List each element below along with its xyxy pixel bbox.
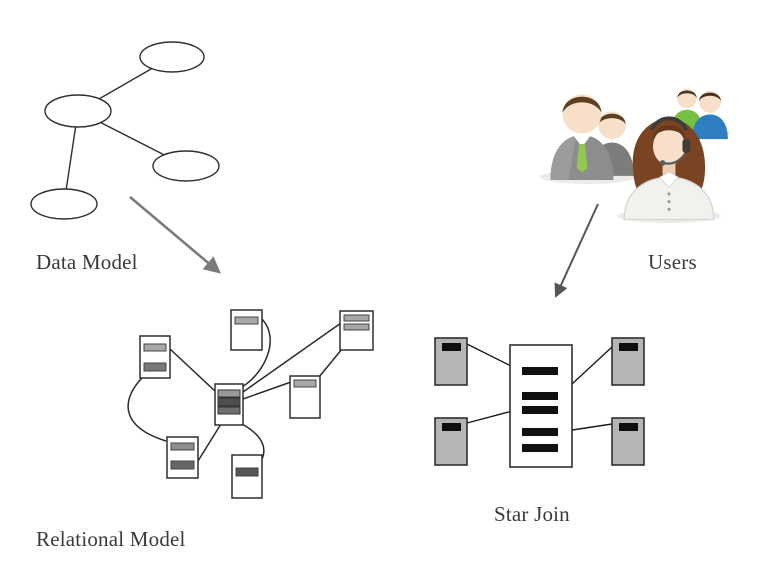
entity-node <box>44 94 112 128</box>
support-agent-icon <box>623 116 715 221</box>
fact-row <box>522 444 558 452</box>
table-icon <box>289 375 321 419</box>
fact-row <box>522 367 558 375</box>
dimension-table <box>611 337 645 386</box>
casual-users-icon <box>671 88 728 140</box>
businessmen-icon <box>550 94 634 180</box>
star-join-label: Star Join <box>494 502 570 526</box>
entity-node <box>152 150 220 182</box>
relational-model-label: Relational Model <box>36 527 186 551</box>
headset-mic <box>659 160 666 166</box>
table-icon <box>139 335 171 379</box>
mapping-arrow-left <box>129 196 221 274</box>
fact-row <box>522 392 558 400</box>
table-icon <box>230 309 263 351</box>
table-icon <box>339 310 374 351</box>
mapping-arrow-right <box>554 203 599 298</box>
dimension-table <box>611 417 645 466</box>
dimension-table <box>434 417 468 466</box>
data-model-graph <box>30 41 220 220</box>
table-links <box>127 318 343 462</box>
relational-model-network <box>127 309 374 499</box>
users-label: Users <box>648 250 697 274</box>
star-join-diagram <box>434 337 645 468</box>
entity-node <box>30 188 98 220</box>
dimension-table <box>434 337 468 386</box>
headset-band <box>650 116 688 131</box>
fact-row <box>522 428 558 436</box>
table-icon <box>231 454 263 499</box>
table-icon <box>166 436 199 479</box>
headset-mic-arm <box>663 152 687 165</box>
entity-edges <box>63 56 187 205</box>
entity-node <box>139 41 205 73</box>
fact-table <box>509 344 573 468</box>
headset-earcup <box>682 138 691 153</box>
users-clipart <box>540 88 730 223</box>
data-model-label: Data Model <box>36 250 138 274</box>
fact-row <box>522 406 558 414</box>
table-icon-hub <box>214 383 244 426</box>
